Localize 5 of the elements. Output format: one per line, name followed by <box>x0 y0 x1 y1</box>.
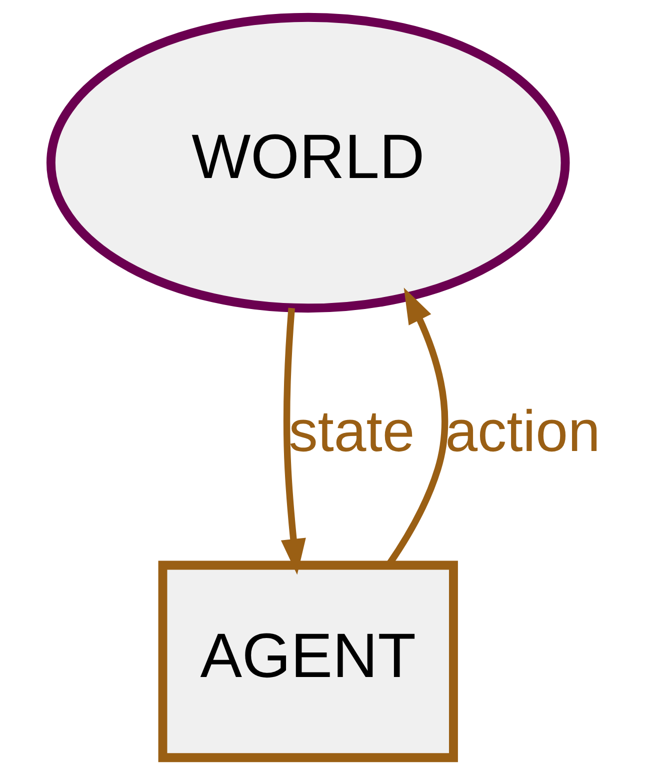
node-ellipse: WORLD <box>46 12 570 313</box>
node-box: AGENT <box>158 560 458 762</box>
edge-label: state <box>288 398 415 464</box>
arrow <box>280 308 306 575</box>
edge-label: action <box>445 398 600 464</box>
